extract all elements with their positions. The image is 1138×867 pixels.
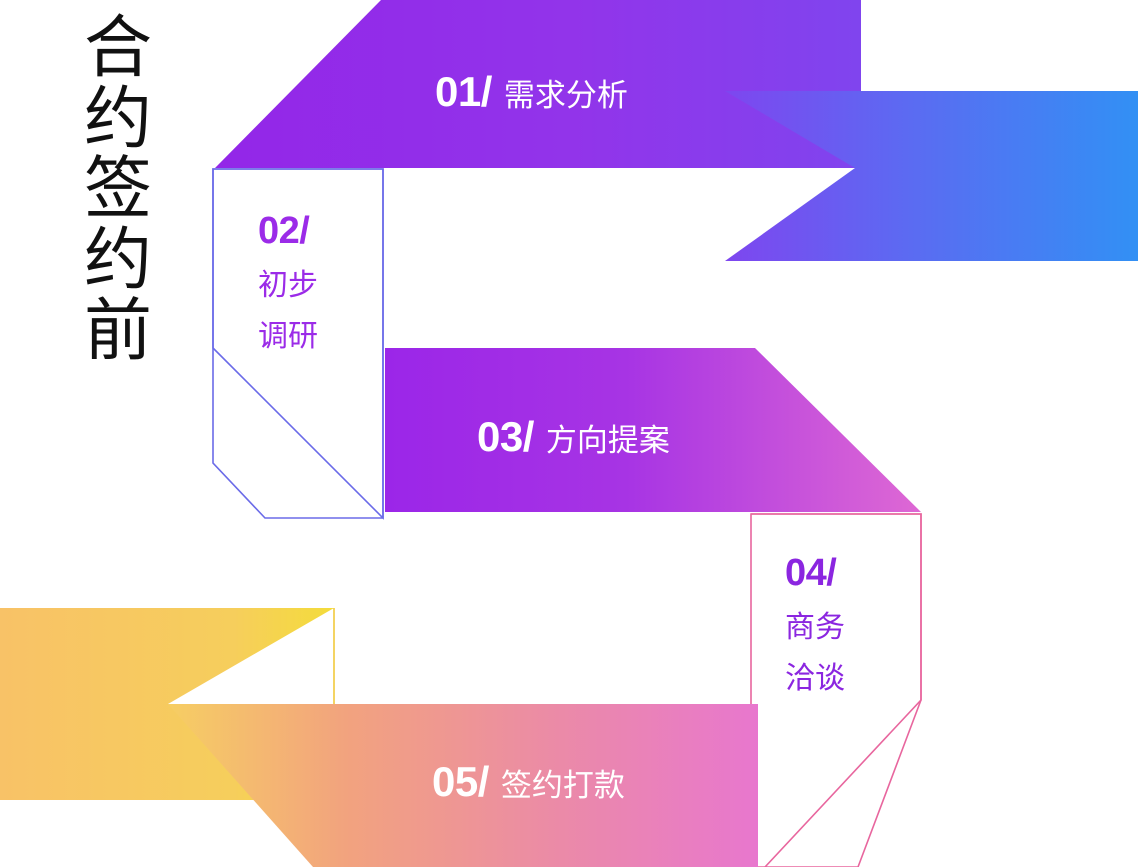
step-05-label: 05/ 签约打款	[432, 758, 625, 806]
step-03-number: 03/	[477, 413, 534, 460]
step-01-band-shape[interactable]	[215, 0, 861, 168]
step-02-text-line1: 初步	[258, 268, 318, 303]
step-03-band[interactable]	[385, 348, 921, 512]
step-02-text-line2: 调研	[258, 319, 318, 354]
step-02-box-outline	[212, 168, 384, 520]
step-01-number: 01/	[435, 68, 492, 115]
step-05-band[interactable]	[168, 704, 758, 867]
step-04-text-line2: 洽谈	[785, 661, 845, 696]
step-03-label: 03/ 方向提案	[477, 413, 670, 461]
section-title: 合约 签约 前	[83, 9, 152, 371]
step-05-text: 签约打款	[500, 768, 625, 804]
step-04-number: 04/	[785, 552, 837, 594]
step-01-label: 01/ 需求分析	[435, 68, 628, 116]
step-04-box-outline	[751, 513, 922, 867]
step-02-label: 02/ 初步 调研	[258, 212, 318, 352]
step-01-text: 需求分析	[503, 78, 628, 114]
step-02-number: 02/	[258, 210, 310, 252]
step-03-text: 方向提案	[545, 423, 670, 459]
step-04-text-line1: 商务	[785, 610, 845, 645]
step-01-blue-continuation	[725, 91, 1138, 261]
step-05-number: 05/	[432, 758, 489, 805]
step-04-label: 04/ 商务 洽谈	[785, 554, 845, 694]
